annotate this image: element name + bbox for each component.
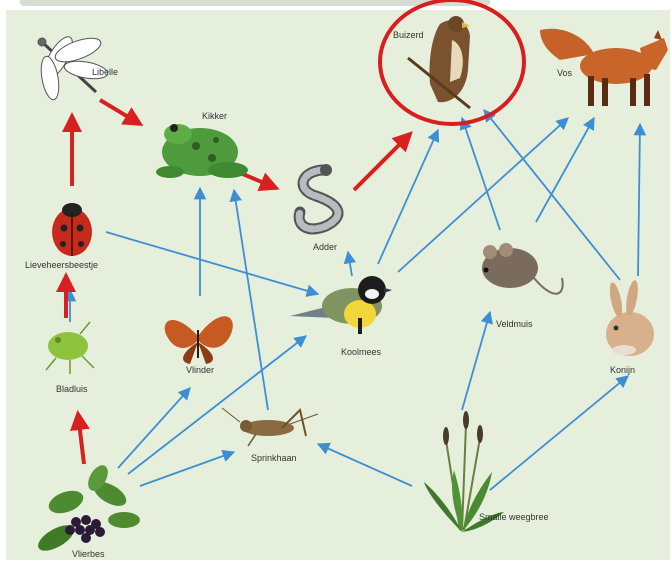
arrow-weegbree-veldmuis bbox=[462, 312, 490, 410]
mouse-icon bbox=[482, 243, 563, 294]
arrow-koolmees-vos bbox=[398, 118, 568, 272]
label-adder: Adder bbox=[313, 242, 337, 252]
grasshopper-icon bbox=[222, 408, 318, 446]
arrow-weegbree-sprinkhaan bbox=[318, 444, 412, 486]
label-vlierbes: Vlierbes bbox=[72, 549, 105, 559]
arrow-weegbree-konijn bbox=[490, 376, 628, 490]
label-sprinkhaan: Sprinkhaan bbox=[251, 453, 297, 463]
arrow-vlierbes-sprinkhaan bbox=[140, 452, 234, 486]
arrow-vlierbes-vlinder bbox=[118, 388, 190, 468]
label-smalle-weegbree: Smalle weegbree bbox=[479, 512, 549, 522]
red-arrow-vlierbes-bladluis bbox=[78, 414, 84, 464]
butterfly-icon bbox=[165, 316, 233, 364]
arrow-veldmuis-buizerd bbox=[462, 118, 500, 230]
red-arrow-libelle-kikker bbox=[100, 100, 140, 124]
label-konijn: Konijn bbox=[610, 365, 635, 375]
label-vos: Vos bbox=[557, 68, 573, 78]
arrow-konijn-vos bbox=[638, 124, 640, 276]
label-veldmuis: Veldmuis bbox=[496, 319, 533, 329]
arrow-koolmees-adder bbox=[348, 252, 352, 276]
label-buizerd: Buizerd bbox=[393, 30, 424, 40]
label-libelle: Libelle bbox=[92, 67, 118, 77]
arrow-lieveheersbeestje-koolmees bbox=[106, 232, 318, 294]
rabbit-icon bbox=[606, 279, 654, 356]
arrow-sprinkhaan-kikker bbox=[234, 190, 268, 410]
label-kikker: Kikker bbox=[202, 111, 227, 121]
elderberry-icon bbox=[34, 462, 140, 556]
label-bladluis: Bladluis bbox=[56, 384, 88, 394]
great-tit-icon bbox=[290, 276, 392, 334]
label-lieveheersbeestje: Lieveheersbeestje bbox=[25, 260, 98, 270]
aphid-icon bbox=[46, 322, 94, 374]
snake-icon bbox=[299, 164, 338, 229]
ladybug-icon bbox=[52, 203, 92, 256]
frog-icon bbox=[156, 124, 248, 178]
label-vlinder: Vlinder bbox=[186, 365, 214, 375]
arrow-veldmuis-vos bbox=[536, 118, 594, 222]
red-arrow-adder-buizerd bbox=[354, 134, 410, 190]
red-arrows bbox=[66, 100, 410, 464]
label-koolmees: Koolmees bbox=[341, 347, 382, 357]
